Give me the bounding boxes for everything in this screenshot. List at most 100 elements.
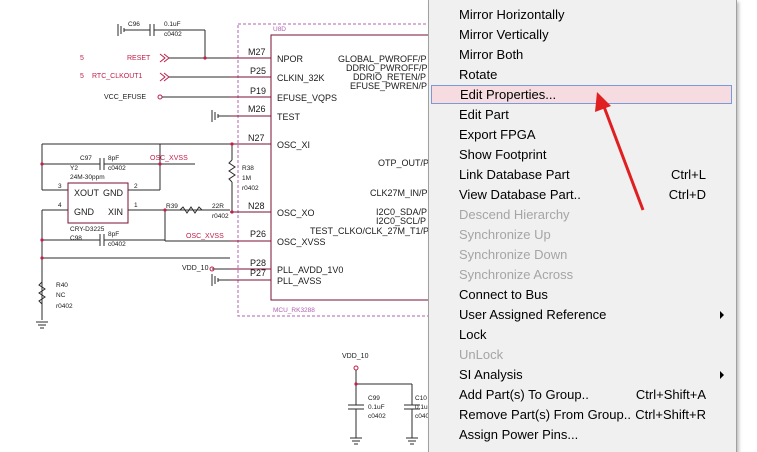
- y2-val: 24M-30ppm: [70, 174, 105, 181]
- pin-name-pll-avss: PLL_AVSS: [277, 276, 321, 286]
- c10x-pkg: c0402: [415, 413, 433, 420]
- pin-name-test-clko: TEST_CLKO/CLK_27M_T1/P: [310, 226, 429, 236]
- net-label-osc-xvss-1: OSC_XVSS: [150, 155, 188, 162]
- menu-item-unlock: UnLock: [459, 347, 504, 362]
- r40-pkg: r0402: [56, 303, 73, 310]
- menu-item-rotate[interactable]: Rotate: [459, 67, 498, 82]
- menu-item-assign-power-pins[interactable]: Assign Power Pins...: [459, 427, 579, 442]
- c98-ref: C98: [70, 235, 82, 242]
- net-label-osc-xvss-2: OSC_XVSS: [186, 233, 224, 240]
- net-label-reset: RESET: [127, 55, 151, 62]
- net-label-vdd10-b: VDD_10: [342, 353, 369, 360]
- menu-item-add-parts-to-group[interactable]: Add Part(s) To Group..Ctrl+Shift+A: [459, 387, 706, 402]
- y2-pin2: 2: [134, 183, 138, 190]
- c96-ref: C96: [128, 21, 140, 28]
- pin-num-efuse: P19: [250, 86, 266, 96]
- c96-val: 0.1uF: [164, 21, 181, 28]
- menu-item-view-database-part[interactable]: View Database Part..Ctrl+D: [459, 187, 706, 202]
- c10x-ref: C10: [415, 395, 427, 402]
- c10x-val: 0.1u: [415, 404, 428, 411]
- r38-pkg: r0402: [242, 185, 259, 192]
- menu-item-user-assigned-reference[interactable]: User Assigned Reference: [431, 305, 732, 324]
- r38-val: 1M: [242, 175, 251, 182]
- menu-item-mirror-vertically[interactable]: Mirror Vertically: [459, 27, 549, 42]
- submenu-arrow-icon: [720, 371, 724, 379]
- pin-name-i2c0-sda: I2C0_SDA/P: [376, 207, 427, 217]
- menu-item-mirror-both[interactable]: Mirror Both: [459, 47, 524, 62]
- menu-item-lock[interactable]: Lock: [459, 327, 487, 342]
- net-label-vdd10-a: VDD_10: [182, 265, 209, 272]
- pin-name-ddrio-pwroff: DDRIO_PWROFF/P: [346, 63, 428, 73]
- pin-num-osc-xo: N28: [248, 201, 265, 211]
- menu-item-export-fpga[interactable]: Export FPGA: [459, 127, 536, 142]
- pin-name-otp-out: OTP_OUT/P: [378, 158, 429, 168]
- pin-name-efuse: EFUSE_VQPS: [277, 93, 337, 103]
- c98-pkg: c0402: [108, 241, 126, 248]
- u8-designator: U8D: [273, 26, 286, 33]
- r39-ref: R39: [166, 203, 178, 210]
- menu-item-connect-to-bus[interactable]: Connect to Bus: [459, 287, 548, 302]
- r40-ref: R40: [56, 282, 68, 289]
- pin-name-global-pwroff: GLOBAL_PWROFF/P: [338, 54, 427, 64]
- offpage-connector-reset[interactable]: [159, 53, 170, 63]
- shortcut-ctrl-l: Ctrl+L: [670, 167, 706, 182]
- menu-item-edit-properties[interactable]: Edit Properties...: [431, 85, 732, 104]
- pin-name-osc-xo: OSC_XO: [277, 208, 315, 218]
- pin-name-osc-xi: OSC_XI: [277, 140, 310, 150]
- context-menu: Mirror Horizontally Mirror Vertically Mi…: [428, 0, 737, 452]
- pin-num-npor: M27: [248, 47, 266, 57]
- pin-name-pll-avdd: PLL_AVDD_1V0: [277, 265, 343, 275]
- pin-name-osc-xvss: OSC_XVSS: [277, 237, 326, 247]
- c97-val: 8pF: [108, 155, 119, 162]
- net-sheet-ref-5b: 5: [80, 73, 84, 80]
- pin-name-ddrio-reten: DDRIO_RETEN/P: [353, 72, 426, 82]
- menu-item-remove-parts-from-group[interactable]: Remove Part(s) From Group..Ctrl+Shift+R: [459, 407, 706, 422]
- menu-item-edit-part[interactable]: Edit Part: [459, 107, 509, 122]
- pin-num-osc-xvss: P26: [250, 229, 266, 239]
- pin-name-clk27m: CLK27M_IN/P: [370, 188, 428, 198]
- pin-num-osc-xi: N27: [248, 133, 265, 143]
- menu-item-synchronize-down: Synchronize Down: [459, 247, 568, 262]
- pin-name-i2c0-scl: I2C0_SCL/P: [376, 216, 426, 226]
- pin-num-pll-avdd: P28: [250, 258, 266, 268]
- r39-val: 22R: [212, 203, 224, 210]
- u8-part-name: MCU_RK3288: [273, 307, 315, 314]
- c96-pkg: c0402: [164, 31, 182, 38]
- c98-val: 8pF: [108, 231, 119, 238]
- pin-name-npor: NPOR: [277, 54, 304, 64]
- r39-pkg: r0402: [212, 213, 229, 220]
- y2-pkg: CRY-D3225: [70, 226, 105, 233]
- shortcut-ctrl-shift-r: Ctrl+Shift+R: [635, 407, 706, 422]
- menu-item-mirror-horizontally[interactable]: Mirror Horizontally: [459, 7, 565, 22]
- pin-num-pll-avss: P27: [250, 268, 266, 278]
- y2-ref: Y2: [70, 165, 78, 172]
- net-sheet-ref-5a: 5: [80, 55, 84, 62]
- pin-num-test: M26: [248, 104, 266, 114]
- c97-pkg: c0402: [108, 165, 126, 172]
- menu-item-synchronize-up: Synchronize Up: [459, 227, 551, 242]
- c99-val: 0.1uF: [368, 404, 385, 411]
- menu-item-si-analysis[interactable]: SI Analysis: [431, 365, 732, 384]
- y2-pin-xout: XOUT: [74, 188, 100, 198]
- pin-num-clkin: P25: [250, 66, 266, 76]
- menu-item-show-footprint[interactable]: Show Footprint: [459, 147, 547, 162]
- shortcut-ctrl-d: Ctrl+D: [668, 187, 706, 202]
- r40-val: NC: [56, 292, 66, 299]
- c97-ref: C97: [80, 155, 92, 162]
- r38-ref: R38: [242, 165, 254, 172]
- pin-name-test: TEST: [277, 112, 301, 122]
- pin-name-efuse-pwren: EFUSE_PWREN/P: [350, 81, 427, 91]
- c99-pkg: c0402: [368, 413, 386, 420]
- net-label-rtc: RTC_CLKOUT1: [92, 73, 143, 80]
- offpage-connector-rtc[interactable]: [159, 72, 170, 82]
- submenu-arrow-icon: [720, 311, 724, 319]
- menu-item-descend-hierarchy: Descend Hierarchy: [459, 207, 570, 222]
- y2-pin-gnd2: GND: [74, 207, 95, 217]
- net-label-vcc-efuse: VCC_EFUSE: [104, 94, 146, 101]
- y2-pin-gnd1: GND: [103, 188, 124, 198]
- pin-name-clkin: CLKIN_32K: [277, 73, 325, 83]
- y2-pin4: 4: [58, 202, 62, 209]
- y2-pin3: 3: [58, 183, 62, 190]
